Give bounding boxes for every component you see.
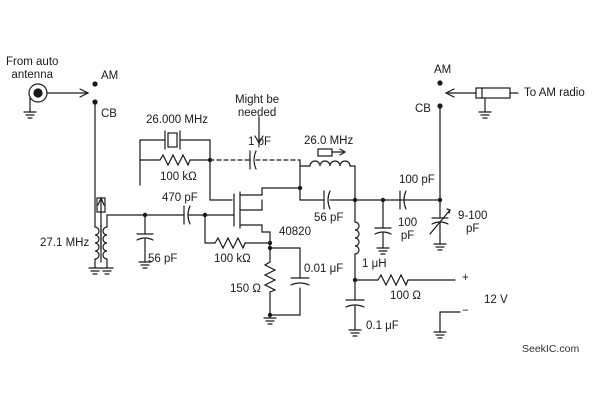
choke-1uh	[354, 199, 360, 301]
label-cb-right: CB	[415, 103, 431, 115]
label-from-auto-antenna: From auto antenna	[6, 56, 59, 81]
label-470pf: 470 pF	[162, 192, 198, 204]
cap-001uf	[290, 277, 310, 286]
resistor-100-out	[354, 273, 456, 287]
dashed-feedback-path	[209, 116, 301, 170]
label-crystal-freq: 26.000 MHz	[146, 114, 209, 126]
watermark: SeekIC.com	[522, 343, 580, 355]
label-100-ohm: 100 Ω	[390, 290, 421, 302]
label-56pf-left: 56 pF	[148, 253, 178, 265]
label-to-am-radio: To AM radio	[524, 87, 585, 99]
label-100k-top: 100 kΩ	[160, 171, 197, 183]
mosfet-40820	[209, 187, 301, 249]
resistor-100k-top	[139, 153, 211, 167]
input-transformer-27mhz	[88, 196, 179, 275]
label-plus: +	[462, 272, 469, 284]
crystal-26mhz	[139, 130, 211, 201]
label-minus: −	[462, 305, 469, 317]
trimmer-9-100pf	[429, 199, 451, 251]
label-am-right: AM	[434, 64, 452, 76]
resistor-100k-mid	[204, 214, 271, 250]
cap-100pf-shunt	[374, 199, 392, 255]
label-27mhz: 27.1 MHz	[40, 237, 90, 249]
left-selector-switch	[46, 81, 98, 223]
cap-01uf	[345, 299, 365, 337]
label-1pf: 1 pF	[248, 136, 272, 148]
label-001uf: 0.01 μF	[304, 263, 344, 275]
label-100k-mid: 100 kΩ	[214, 253, 251, 265]
label-am-left: AM	[101, 70, 119, 82]
label-12v: 12 V	[484, 294, 508, 306]
label-150-ohm: 150 Ω	[230, 283, 261, 295]
label-transistor: 40820	[279, 226, 311, 238]
label-might-be-needed: Might be needed	[235, 94, 280, 119]
output-plug	[475, 87, 519, 119]
label-cb-left: CB	[101, 108, 117, 120]
antenna-jack	[23, 83, 48, 119]
right-selector-switch	[437, 80, 477, 201]
label-1uh: 1 μH	[362, 258, 387, 270]
label-26mhz-coil: 26.0 MHz	[304, 135, 354, 147]
label-56pf-mid: 56 pF	[314, 212, 344, 224]
resistor-150	[263, 247, 301, 325]
cap-56pf-left	[136, 214, 154, 269]
cap-100pf-top	[399, 190, 407, 210]
supply-12v	[433, 311, 461, 339]
label-100pf-top: 100 pF	[399, 174, 435, 186]
label-100pf-shunt: 100 pF	[398, 217, 418, 242]
junction-dots	[142, 157, 443, 318]
cap-470pf	[177, 205, 235, 225]
label-01uf: 0.1 μF	[366, 320, 399, 332]
label-trimmer: 9-100 pF	[458, 210, 488, 235]
